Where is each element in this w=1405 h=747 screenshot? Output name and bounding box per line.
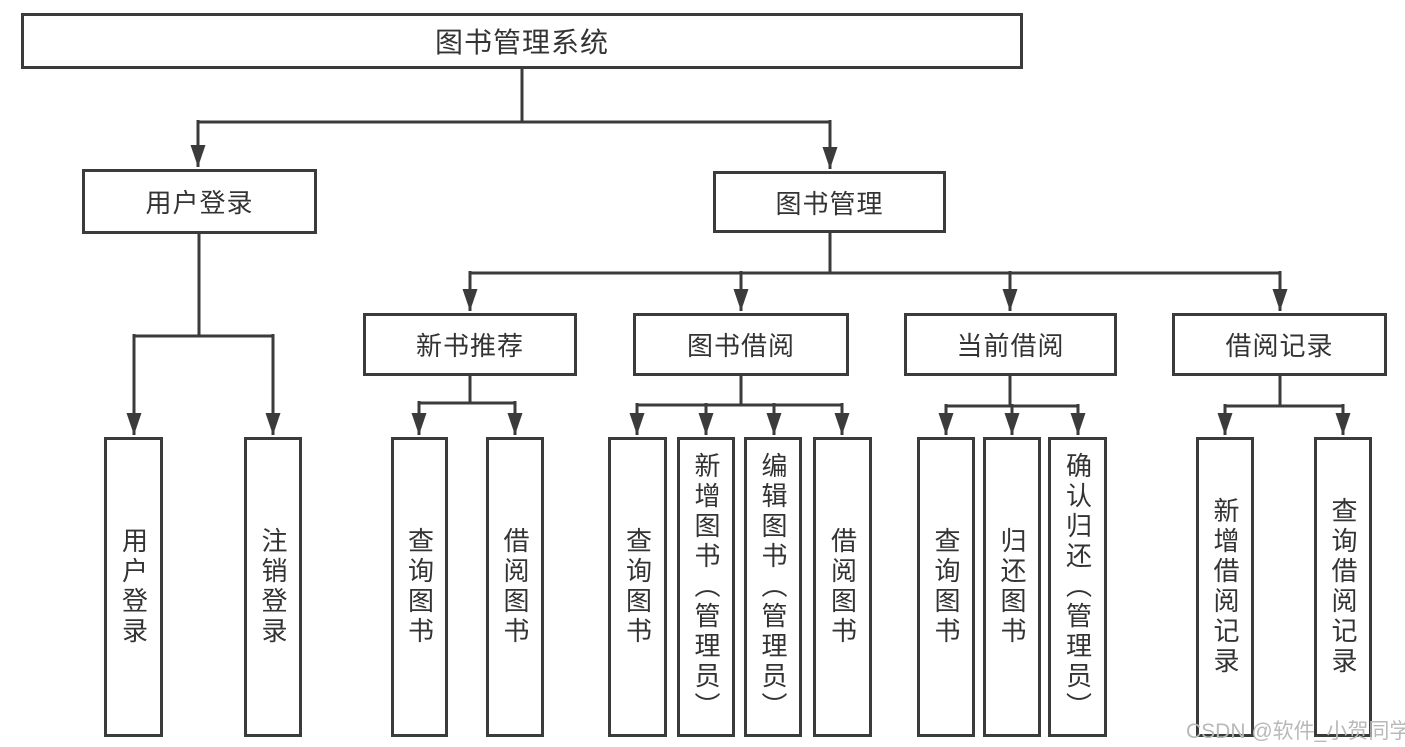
node-borrowing-records: 借阅记录 — [1172, 313, 1387, 376]
node-book-management: 图书管理 — [713, 171, 946, 233]
leaf-borrowing-add-books-admin: 新增图书（管理员） — [677, 437, 735, 737]
node-library-system: 图书管理系统 — [21, 13, 1023, 69]
leaf-records-query-record: 查询借阅记录 — [1314, 437, 1372, 737]
node-new-book-recommendation: 新书推荐 — [363, 313, 577, 376]
leaf-borrowing-edit-books-admin: 编辑图书（管理员） — [744, 437, 802, 737]
leaf-logout: 注销登录 — [244, 437, 302, 737]
leaf-current-confirm-return-admin: 确认归还（管理员） — [1048, 437, 1107, 737]
watermark: CSDN @软件_小贺同学 — [1186, 720, 1405, 743]
leaf-current-return-books: 归还图书 — [983, 437, 1041, 737]
node-user-login: 用户登录 — [82, 169, 317, 234]
leaf-current-query-books: 查询图书 — [917, 437, 975, 737]
leaf-records-add-record: 新增借阅记录 — [1196, 437, 1254, 737]
node-current-borrowing: 当前借阅 — [904, 313, 1117, 376]
leaf-borrowing-borrow-books: 借阅图书 — [813, 437, 872, 737]
leaf-borrowing-query-books: 查询图书 — [608, 437, 667, 737]
leaf-recommend-borrow-books: 借阅图书 — [486, 437, 544, 737]
node-book-borrowing: 图书借阅 — [633, 313, 849, 376]
leaf-recommend-query-books: 查询图书 — [391, 437, 448, 737]
leaf-user-login: 用户登录 — [104, 437, 163, 737]
